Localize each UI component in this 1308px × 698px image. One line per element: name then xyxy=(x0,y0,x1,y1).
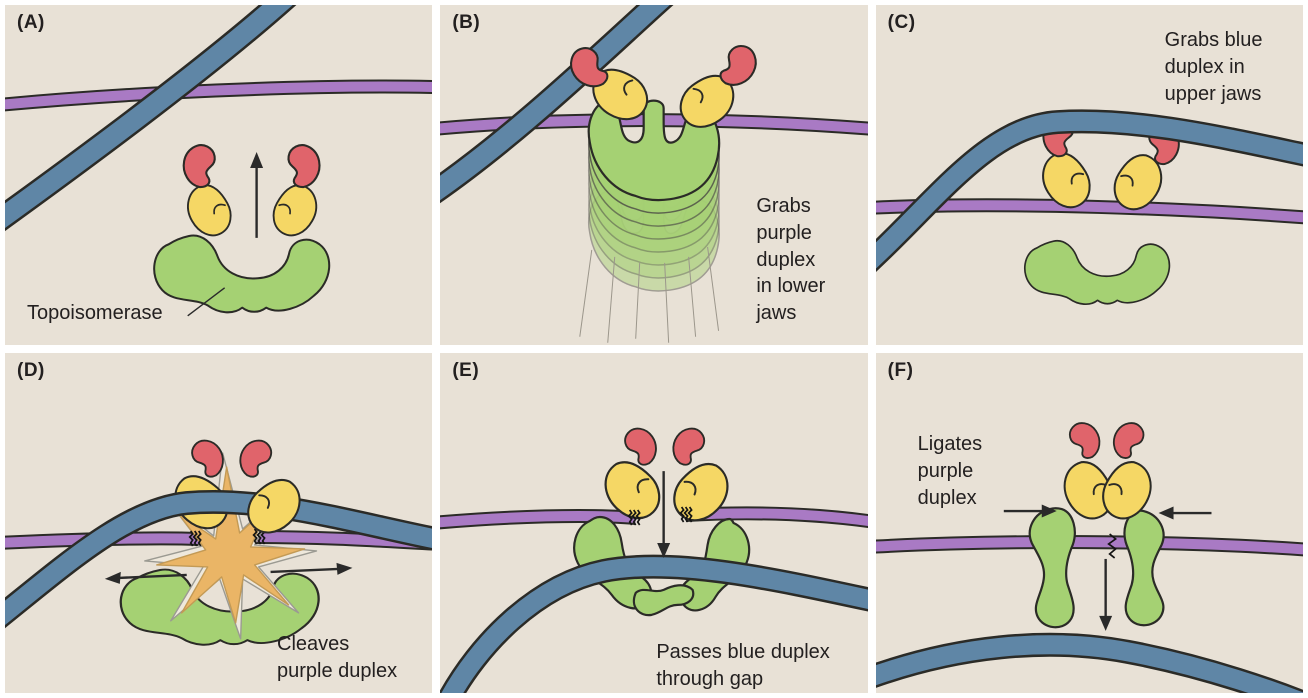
enzyme-gate-left xyxy=(1068,422,1100,459)
panel-e: (E) Passes blue duplex through gap xyxy=(440,353,868,693)
enzyme-gate-left xyxy=(624,427,658,466)
panel-d: (D) Cleaves purple duplex xyxy=(5,353,433,693)
up-arrow xyxy=(250,152,264,238)
panel-b: (B) Grabs purple duplex in lower jaws xyxy=(440,5,868,345)
blue-duplex xyxy=(440,554,868,693)
inward-arrow-left xyxy=(1003,504,1057,518)
panel-f: (F) Ligates purple duplex xyxy=(875,353,1303,693)
topoisomerase-enzyme xyxy=(1028,422,1165,629)
enzyme-gate-right xyxy=(1112,422,1144,459)
panel-a-label: (A) xyxy=(17,12,45,33)
enzyme-gate-left xyxy=(570,47,609,88)
enzyme-gate-right xyxy=(719,45,758,86)
enzyme-atpase-right xyxy=(1113,154,1162,211)
panel-e-label: (E) xyxy=(452,360,480,381)
panel-e-illustration xyxy=(440,427,868,693)
purple-duplex-ligated xyxy=(875,533,1303,559)
cleavage-hatch-left xyxy=(627,509,642,526)
panel-d-illustration xyxy=(5,439,433,646)
topoisomerase-enzyme xyxy=(153,144,331,314)
panel-a-illustration xyxy=(5,5,433,317)
enzyme-atpase-right xyxy=(1101,461,1152,520)
enzyme-gate-left xyxy=(182,144,216,189)
blue-duplex xyxy=(875,632,1303,693)
panel-f-caption: Ligates purple duplex xyxy=(917,433,983,509)
enzyme-gate-right xyxy=(287,144,321,189)
enzyme-lower-clamp xyxy=(1023,239,1170,305)
panel-e-caption: Passes blue duplex through gap xyxy=(656,641,830,690)
enzyme-lower-clamp xyxy=(153,234,331,314)
enzyme-atpase-left xyxy=(604,461,661,520)
panel-c: (C) Grabs blue duplex in upper jaws xyxy=(875,5,1303,345)
left-arrow xyxy=(104,571,187,584)
cleavage-hatch-right xyxy=(679,506,694,523)
panel-b-illustration xyxy=(440,5,868,343)
blue-duplex xyxy=(5,5,297,232)
topoisomerase-annotation: Topoisomerase xyxy=(27,302,163,324)
enzyme-green-bottom-bridge xyxy=(633,584,695,617)
enzyme-atpase-right xyxy=(272,184,318,237)
cleavage-hatch-left xyxy=(188,530,202,547)
blue-duplex xyxy=(875,109,1303,272)
panel-b-label: (B) xyxy=(452,12,481,33)
inward-arrow-right xyxy=(1158,506,1212,520)
motion-trail-lines xyxy=(579,246,720,343)
enzyme-atpase-right xyxy=(680,74,735,128)
right-arrow xyxy=(270,562,353,575)
ligation-seam xyxy=(1106,533,1117,559)
panel-f-illustration xyxy=(875,422,1303,693)
panel-f-label: (F) xyxy=(887,360,914,381)
panel-a: (A) Topoisomerase xyxy=(5,5,433,345)
panel-c-caption: Grabs blue duplex in upper jaws xyxy=(1164,29,1263,105)
enzyme-atpase-right xyxy=(247,478,301,534)
enzyme-gate-right xyxy=(239,439,273,478)
annotation-pointer-line xyxy=(187,287,226,317)
enzyme-green-leg-left xyxy=(1028,507,1076,629)
enzyme-atpase-right xyxy=(673,462,729,522)
panel-c-label: (C) xyxy=(887,12,916,33)
blue-duplex xyxy=(440,5,674,204)
purple-duplex xyxy=(5,79,433,112)
enzyme-atpase-left xyxy=(187,184,232,237)
enzyme-green-leg-right xyxy=(1123,509,1165,627)
topoisomerase-enzyme xyxy=(570,45,758,202)
enzyme-gate-right xyxy=(672,427,706,466)
down-arrow xyxy=(657,471,671,558)
panel-c-illustration xyxy=(875,109,1303,305)
down-arrow xyxy=(1098,558,1112,631)
enzyme-atpase-left xyxy=(1063,461,1113,520)
panel-b-caption: Grabs purple duplex in lower jaws xyxy=(756,195,826,325)
blue-duplex xyxy=(5,489,433,629)
panel-d-caption: Cleaves purple duplex xyxy=(277,633,398,682)
enzyme-gate-left xyxy=(191,439,224,478)
enzyme-atpase-left xyxy=(1041,152,1091,209)
enzyme-atpase-left xyxy=(592,68,649,121)
panel-d-label: (D) xyxy=(17,360,45,381)
purple-duplex-cleaved xyxy=(440,506,868,530)
